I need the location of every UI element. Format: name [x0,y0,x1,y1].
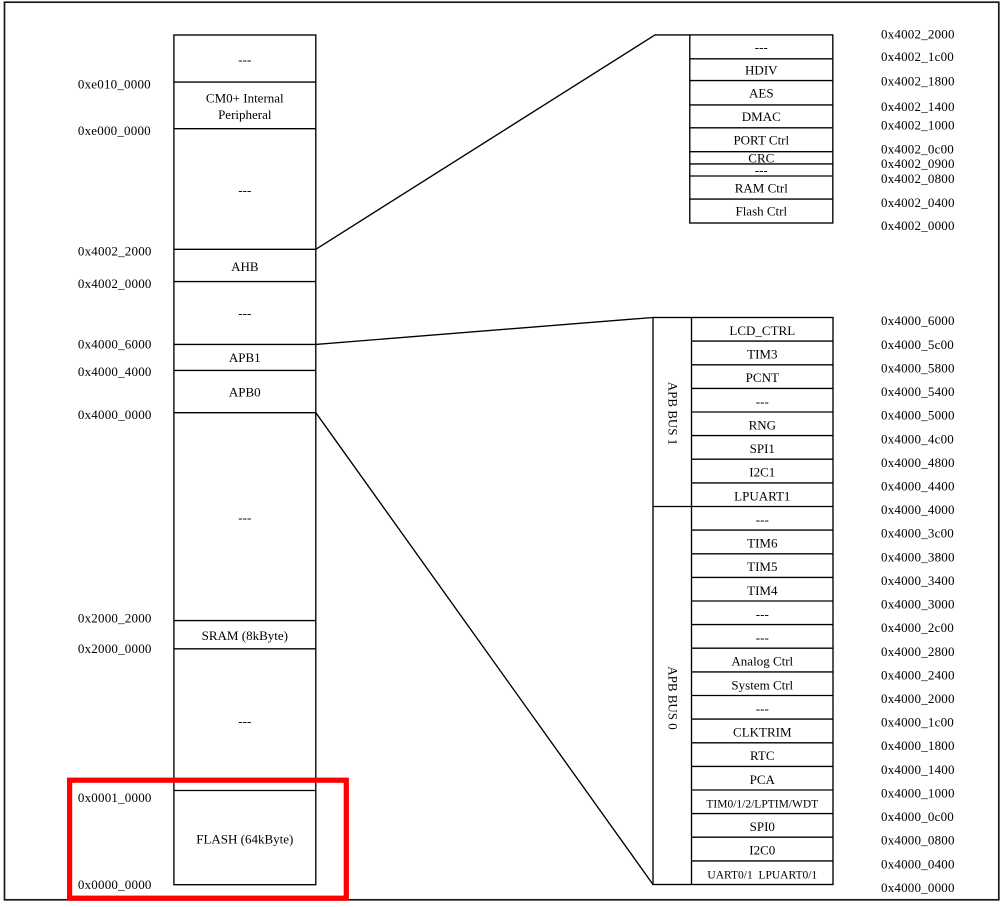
svg-text:APB BUS 0: APB BUS 0 [666,666,681,730]
svg-text:DMAC: DMAC [742,109,781,124]
svg-text:0x4000_5c00: 0x4000_5c00 [881,337,954,352]
svg-text:0x4000_6000: 0x4000_6000 [78,336,152,351]
svg-text:CRC: CRC [748,150,774,165]
svg-text:0x4000_4000: 0x4000_4000 [881,502,955,517]
svg-text:---: --- [756,394,769,409]
svg-text:0x2000_0000: 0x2000_0000 [78,641,152,656]
svg-text:LCD_CTRL: LCD_CTRL [729,323,795,338]
svg-text:0x4000_0400: 0x4000_0400 [881,856,955,871]
svg-text:0x4000_5400: 0x4000_5400 [881,384,955,399]
svg-text:0x4000_1800: 0x4000_1800 [881,738,955,753]
svg-text:TIM3: TIM3 [747,347,777,362]
svg-text:0x4000_0000: 0x4000_0000 [78,407,152,422]
svg-text:0x4000_4000: 0x4000_4000 [78,364,152,379]
svg-text:HDIV: HDIV [745,63,778,78]
svg-text:APB1: APB1 [229,350,261,365]
svg-text:0x0001_0000: 0x0001_0000 [78,790,152,805]
svg-text:Analog Ctrl: Analog Ctrl [731,654,793,669]
svg-text:PCA: PCA [750,772,776,787]
svg-text:0x4000_3c00: 0x4000_3c00 [881,526,954,541]
svg-text:---: --- [238,52,251,67]
svg-text:I2C0: I2C0 [749,843,775,858]
svg-text:0x4000_1c00: 0x4000_1c00 [881,715,954,730]
svg-text:Flash Ctrl: Flash Ctrl [735,203,787,218]
svg-text:SPI1: SPI1 [750,441,775,456]
svg-text:0x4000_4400: 0x4000_4400 [881,479,955,494]
svg-text:0x4002_0800: 0x4002_0800 [881,171,955,186]
svg-text:0x4002_0000: 0x4002_0000 [881,218,955,233]
svg-text:0x4002_2000: 0x4002_2000 [881,26,955,41]
svg-text:0x4000_5800: 0x4000_5800 [881,360,955,375]
svg-text:CM0+ Internal: CM0+ Internal [206,90,284,105]
svg-text:0x4002_1400: 0x4002_1400 [881,99,955,114]
svg-text:0x4000_2c00: 0x4000_2c00 [881,620,954,635]
svg-text:APB0: APB0 [229,385,261,400]
svg-text:0x4000_2000: 0x4000_2000 [881,691,955,706]
svg-text:SRAM (8kByte): SRAM (8kByte) [202,628,288,643]
svg-text:0x4002_0c00: 0x4002_0c00 [881,142,954,157]
svg-text:---: --- [756,606,769,621]
svg-text:0xe010_0000: 0xe010_0000 [78,77,151,92]
svg-text:0x4000_1400: 0x4000_1400 [881,762,955,777]
svg-text:SPI0: SPI0 [750,819,775,834]
svg-text:0x4002_1800: 0x4002_1800 [881,74,955,89]
svg-text:---: --- [756,701,769,716]
svg-text:---: --- [755,163,768,178]
svg-text:0x4000_3400: 0x4000_3400 [881,573,955,588]
svg-text:---: --- [755,40,768,55]
svg-text:0x4000_5000: 0x4000_5000 [881,408,955,423]
svg-text:I2C1: I2C1 [749,465,775,480]
svg-text:PCNT: PCNT [746,370,779,385]
svg-text:0x4000_0c00: 0x4000_0c00 [881,809,954,824]
svg-text:TIM6: TIM6 [747,536,778,551]
svg-text:0x4000_0000: 0x4000_0000 [881,880,955,895]
svg-text:RAM Ctrl: RAM Ctrl [735,180,788,195]
svg-text:0x4002_2000: 0x4002_2000 [78,244,152,259]
svg-text:0x4002_1000: 0x4002_1000 [881,118,955,133]
svg-text:TIM4: TIM4 [747,583,778,598]
svg-text:---: --- [238,183,251,198]
svg-text:PORT Ctrl: PORT Ctrl [733,132,789,147]
svg-text:APB BUS 1: APB BUS 1 [666,382,681,446]
svg-text:RTC: RTC [750,748,775,763]
svg-text:0x4002_0400: 0x4002_0400 [881,195,955,210]
svg-text:0x4000_4c00: 0x4000_4c00 [881,431,954,446]
svg-text:0x4000_3800: 0x4000_3800 [881,549,955,564]
svg-text:---: --- [238,306,251,321]
svg-text:---: --- [238,714,251,729]
svg-text:LPUART1: LPUART1 [734,488,790,503]
svg-text:0x4002_0900: 0x4002_0900 [881,156,955,171]
svg-text:0x4000_4800: 0x4000_4800 [881,455,955,470]
svg-text:0x4002_0000: 0x4002_0000 [78,276,152,291]
svg-text:---: --- [238,510,251,525]
svg-text:RNG: RNG [749,417,776,432]
svg-text:UART0/1 LPUART0/1: UART0/1 LPUART0/1 [707,869,817,881]
svg-text:---: --- [756,512,769,527]
svg-text:0x0000_0000: 0x0000_0000 [78,877,152,892]
svg-text:0x4000_1000: 0x4000_1000 [881,786,955,801]
svg-text:0x4000_3000: 0x4000_3000 [881,597,955,612]
svg-text:Peripheral: Peripheral [218,107,272,122]
svg-text:AHB: AHB [231,259,259,274]
svg-text:CLKTRIM: CLKTRIM [733,725,792,740]
svg-text:AES: AES [749,85,774,100]
svg-text:0x2000_2000: 0x2000_2000 [78,610,152,625]
svg-text:TIM5: TIM5 [747,559,777,574]
svg-text:FLASH (64kByte): FLASH (64kByte) [196,831,293,846]
svg-text:TIM0/1/2/LPTIM/WDT: TIM0/1/2/LPTIM/WDT [706,798,818,810]
svg-text:0x4000_2400: 0x4000_2400 [881,667,955,682]
svg-text:0x4000_6000: 0x4000_6000 [881,313,955,328]
svg-text:System Ctrl: System Ctrl [731,677,793,692]
svg-text:0xe000_0000: 0xe000_0000 [78,123,151,138]
svg-text:0x4000_0800: 0x4000_0800 [881,833,955,848]
svg-text:0x4000_2800: 0x4000_2800 [881,644,955,659]
svg-text:---: --- [756,630,769,645]
svg-text:0x4002_1c00: 0x4002_1c00 [881,49,954,64]
